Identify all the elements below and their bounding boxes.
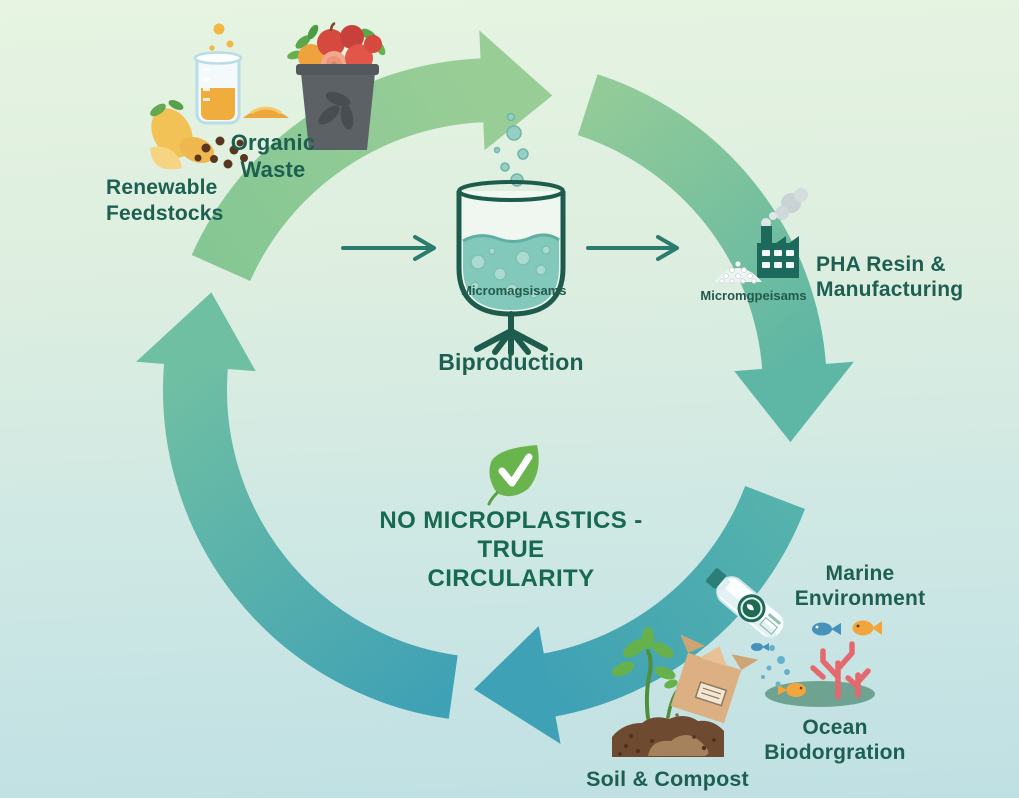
label-line: Organic [230, 130, 316, 155]
fruit-icon [150, 100, 215, 170]
label-line: PHA Resin & [816, 253, 946, 276]
cycle-arc-top-right-arrowhead [734, 361, 854, 443]
beaker-icon [193, 51, 243, 125]
compost-box-icon [670, 634, 759, 724]
label-line: Biodorgration [764, 741, 906, 764]
center-badge-text: NO MICROPLASTICS - TRUE CIRCULARITY [356, 506, 666, 593]
badge-line: TRUE [477, 536, 545, 563]
ocean-biodegradation-label: Ocean Biodorgration [740, 715, 930, 765]
label-line: Ocean [802, 716, 868, 739]
organic-waste-label: Organic Waste [198, 129, 348, 183]
smoke-icon [761, 188, 808, 228]
label-line: Marine [825, 562, 895, 585]
organic-waste-icon [287, 21, 386, 150]
cycle-arc-top-right [577, 74, 854, 443]
bioreactor-vessel-text: Micromagsisams [461, 283, 567, 298]
seeds-icon [194, 136, 248, 169]
pha-manufacturing-icon [714, 188, 808, 284]
coral-icon [810, 641, 871, 700]
fish-icon [812, 622, 841, 636]
flow-arrow-right [586, 235, 679, 261]
soil-icon [612, 715, 724, 757]
cycle-arc-left-arrowhead [136, 292, 256, 372]
factory-icon [757, 226, 799, 278]
label-line: Manufacturing [816, 278, 964, 301]
cycle-arc-left [136, 292, 459, 719]
renewable-feedstocks-label: Renewable Feedstocks [106, 175, 256, 227]
soil-compost-label: Soil & Compost [586, 767, 749, 791]
flow-arrow-left [341, 235, 436, 261]
fish-icon [751, 643, 769, 651]
grain-pile-icon [243, 106, 289, 118]
soil-compost-icon [611, 627, 759, 757]
marine-environment-label: Marine Environment [780, 561, 940, 611]
fish-icon [778, 683, 806, 697]
plant-icon [611, 627, 692, 720]
label-line: Waste [240, 157, 306, 182]
bottle-icon [705, 568, 786, 640]
label-line: Feedstocks [106, 202, 224, 225]
label-line: Environment [794, 587, 926, 610]
pha-resin-label: PHA Resin & Manufacturing [816, 252, 986, 302]
bioreactor-icon [456, 112, 566, 356]
fish-icon [852, 620, 882, 636]
waste-bin-icon [296, 64, 379, 150]
leaf-check-icon [487, 445, 539, 506]
cycle-arc-bottom-right [474, 485, 805, 744]
cycle-arc-bottom-right-arrowhead [474, 625, 561, 744]
badge-line: CIRCULARITY [427, 565, 595, 592]
pellets-icon [714, 261, 762, 284]
renewable-feedstocks-icon [150, 23, 289, 170]
label-line: Renewable [106, 176, 218, 199]
cycle-arc-top-left-arrowhead [479, 30, 553, 151]
bubbles-icon [761, 645, 790, 687]
bubbles-icon [493, 112, 529, 187]
marine-environment-icon [705, 568, 882, 707]
pellets-caption: Micromgpeisams [700, 288, 807, 303]
badge-line: NO MICROPLASTICS - [379, 507, 643, 534]
bioreactor-label: Biproduction [438, 349, 584, 375]
